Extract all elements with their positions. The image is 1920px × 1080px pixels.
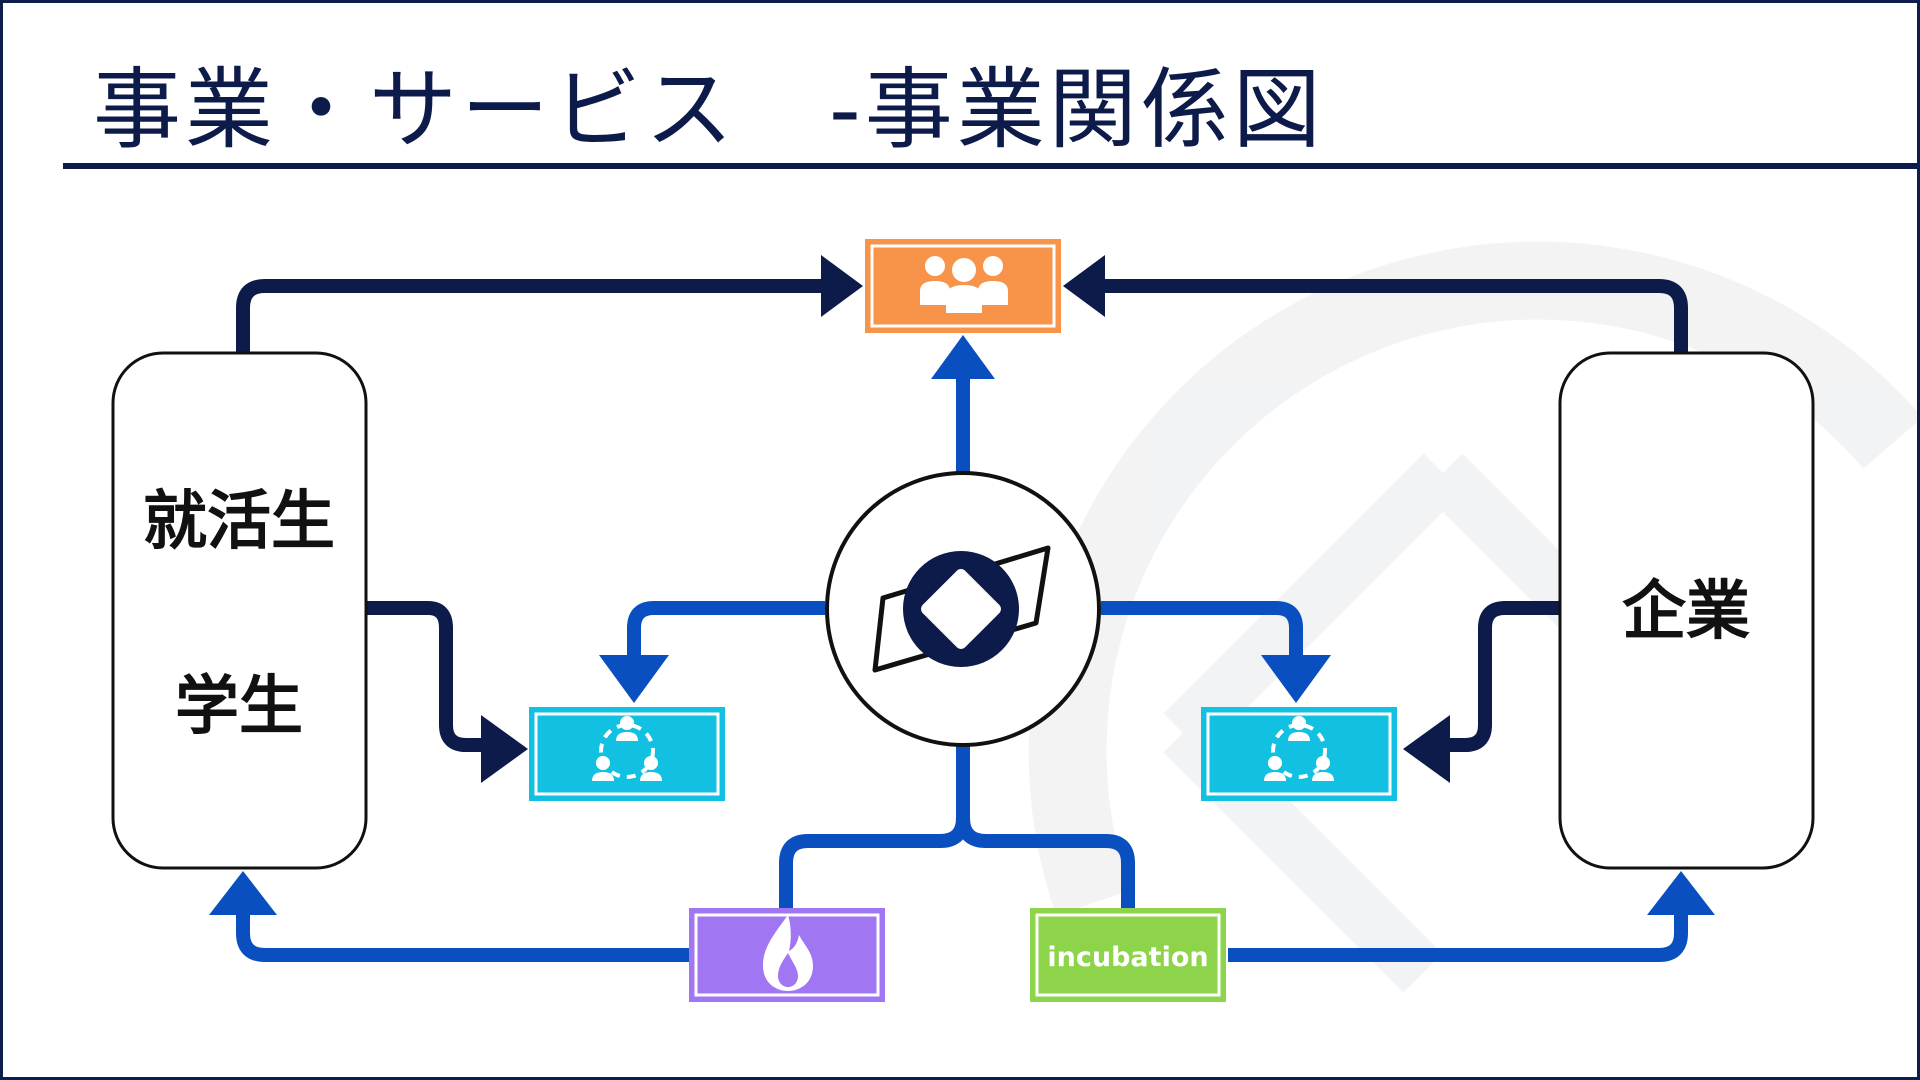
arrowhead-right-community [1403,715,1450,783]
arrowhead-top-right [1063,255,1105,317]
arrowhead-top-left [821,255,863,317]
incubation-box: incubation [1030,908,1226,1002]
center-hub [825,471,1101,747]
navy-connectors [236,279,1688,752]
business-relationship-diagram: 就活生 学生 企業 [111,239,1917,1002]
arrowhead-to-left-node [209,871,277,915]
navy-arrowheads [481,255,1450,783]
connector-split-right [956,817,1135,908]
connector-left-to-left-community [366,601,491,752]
right-community-box [1201,707,1397,801]
top-service-box [865,239,1061,333]
connector-purple-to-left [236,903,691,962]
blue-connectors [236,373,1688,962]
connector-center-to-right-community [1101,601,1303,658]
arrowhead-to-right-community [1261,655,1331,703]
arrowhead-to-right-node [1647,871,1715,915]
connector-split-left [779,817,970,908]
left-node-label-student: 学生 [175,670,303,744]
left-node-label-jobseeker: 就活生 [143,485,335,559]
right-node: 企業 [1558,351,1815,870]
arrowhead-to-top-box [931,335,995,379]
connector-right-to-right-community [1443,601,1560,752]
arrowhead-to-left-community [599,655,669,703]
slide-title: 事業・サービス -事業関係図 [93,58,1325,161]
incubation-label: incubation [1047,942,1208,973]
left-community-box [529,707,725,801]
right-node-label-company: 企業 [1622,575,1750,649]
connector-left-to-top [236,279,828,353]
blue-arrowheads [209,335,1715,915]
connector-center-to-left-community [627,601,825,658]
title-underline [63,163,1917,169]
arrowhead-left-community [481,715,528,783]
flame-icon [763,915,813,991]
purple-service-box [689,908,885,1002]
community-network-icon [1264,716,1334,781]
brand-logo-icon [872,545,1051,673]
community-network-icon [592,716,662,781]
group-of-people-icon [920,256,1008,313]
connector-green-to-right [1228,903,1688,962]
left-node: 就活生 学生 [111,351,368,870]
connector-right-to-top [1098,279,1688,353]
